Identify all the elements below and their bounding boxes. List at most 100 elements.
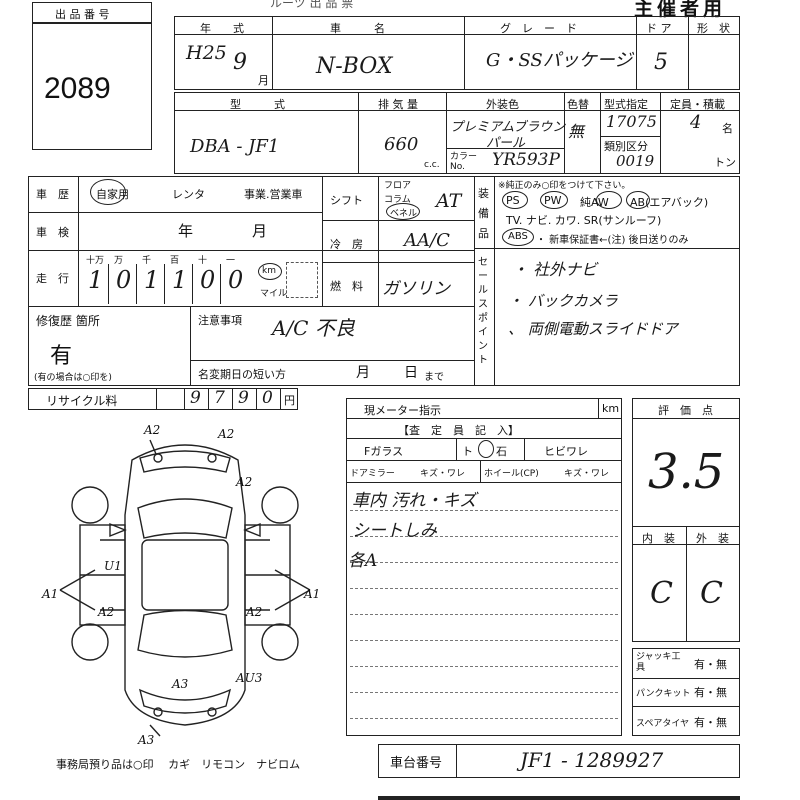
ext-color-label: 外装色 [486, 98, 519, 111]
inspector-note-2: シートしみ [352, 521, 437, 541]
sales-point-3: 、 両側電動スライドドア [508, 320, 678, 338]
diagram-mark-6: A1 [303, 587, 320, 601]
mirror-label: ドアミラー [350, 469, 395, 479]
accessory-spare-label: スペアタイヤ [636, 719, 690, 729]
interior-value: C [650, 576, 673, 611]
glass-label: Fガラス [364, 445, 404, 458]
accessory-punk-label: パンクキット [636, 689, 691, 699]
owner-note: 主催者用 [634, 0, 727, 20]
glass-option-stone[interactable]: 石 [496, 445, 507, 458]
class-label: 類別区分 [604, 140, 648, 153]
history-label: 車 歴 [36, 188, 69, 201]
diagram-mark-8: A2 [245, 605, 262, 619]
doors-label: ド ア [646, 22, 672, 35]
sales-points-label: セールスポイント [478, 257, 488, 366]
wheel-options[interactable]: キズ・ワレ [564, 469, 610, 479]
displacement-value: 660 [384, 134, 419, 155]
car-diagram: A2 A2 A2 U1 A1 A1 A2 A2 A3 AU3 A3 [41, 423, 320, 747]
type-designation-label: 型式指定 [604, 98, 648, 111]
mileage-digit: 0 [228, 266, 244, 294]
body-type-label: 形 状 [697, 22, 730, 35]
caution-label: 注意事項 [198, 314, 242, 327]
lot-number-box [32, 2, 152, 150]
mileage-digit: 0 [116, 266, 132, 294]
equipment-line3: ・ 新車保証書←(注) 後日送りのみ [536, 235, 689, 246]
color-change-value: 無 [568, 122, 585, 141]
recycle-label: リサイクル料 [46, 394, 118, 408]
car-body-outline [124, 444, 246, 726]
diagram-mark-5: A1 [41, 587, 58, 601]
car-front-bumper [139, 450, 231, 473]
wheel-front-right [261, 486, 299, 524]
row2-box [174, 92, 740, 174]
diagram-mark-3: A2 [235, 475, 252, 489]
score-value: 3.5 [648, 444, 725, 500]
displacement-label: 排 気 量 [378, 98, 418, 111]
history-option-business[interactable]: 事業.営業車 [244, 188, 303, 201]
inspection-year-unit: 年 [178, 222, 194, 240]
accessory-jack-options[interactable]: 有・無 [694, 658, 727, 671]
ext-color-value-2: パール [486, 136, 526, 151]
year-month-value: 9 [233, 50, 247, 75]
interior-label: 内 装 [642, 532, 675, 545]
color-code-value: YR593P [492, 150, 560, 170]
inspector-title: 【査 定 員 記 入】 [398, 424, 519, 437]
car-rear-window [137, 609, 233, 658]
equipment-label: 装備品 [478, 187, 489, 240]
mileage-digit: 1 [172, 266, 188, 294]
ext-color-value-1: プレミアムブラウン [450, 120, 566, 135]
month-unit: 月 [258, 74, 269, 87]
mileage-place-label: 一 [226, 256, 236, 266]
color-code-label: カラー No. [450, 152, 478, 172]
repair-value: 有 [50, 344, 73, 369]
car-rear-bumper [138, 688, 232, 714]
mileage-digit: 0 [200, 266, 216, 294]
car-roof [141, 539, 229, 611]
mileage-label: 走 行 [36, 272, 69, 285]
mileage-unit-mile: マイル [260, 289, 288, 299]
exterior-value: C [700, 576, 723, 611]
note-line [350, 614, 618, 615]
diagram-mark-7: A2 [97, 605, 114, 619]
accessory-punk-options[interactable]: 有・無 [694, 686, 727, 699]
history-option-rental[interactable]: レンタ [172, 188, 205, 201]
recycle-digit: 7 [214, 388, 225, 408]
inspector-note-3: 各A [348, 551, 378, 571]
sales-point-2: ・ バックカメラ [508, 292, 618, 310]
diagram-mark-9: A3 [171, 677, 189, 691]
recycle-digit: 9 [238, 388, 249, 408]
capacity-value: 4 [690, 112, 702, 133]
mileage-digit: 1 [88, 266, 104, 294]
note-line [350, 510, 618, 511]
note-line [350, 718, 618, 719]
accessory-spare-options[interactable]: 有・無 [694, 716, 727, 729]
lot-number: 2089 [44, 72, 111, 105]
chassis-label: 車台番号 [390, 756, 443, 771]
repair-note: (有の場合は○印を) [34, 373, 112, 383]
mileage-place-label: 十 [198, 256, 208, 266]
short-term-label: 名変期日の短い方 [198, 368, 286, 381]
accessories-box [632, 648, 740, 736]
glass-option-chip[interactable]: ト [462, 445, 473, 458]
capacity-label: 定員・積載 [670, 98, 725, 111]
type-designation-value: 17075 [606, 112, 657, 131]
aircon-value: AA/C [404, 230, 450, 251]
short-term-day: 日 [404, 365, 418, 381]
recycle-box [28, 388, 298, 410]
wheel-rear-left [71, 623, 109, 661]
shift-option-column: コラム [384, 195, 411, 205]
equipment-note: ※純正のみ○印をつけて下さい。 [498, 181, 631, 191]
history-selected-circle [90, 179, 126, 205]
meter-label: 現メーター指示 [364, 404, 441, 417]
mirror-options[interactable]: キズ・ワレ [420, 469, 466, 479]
diagram-mark-10: AU3 [235, 671, 263, 685]
fuel-value: ガソリン [382, 279, 450, 299]
model-code-value: DBA - JF1 [190, 136, 280, 157]
inspector-note-1: 車内 汚れ・キズ [352, 491, 477, 511]
mileage-place-label: 百 [170, 256, 180, 266]
wheel-rear-right [261, 623, 299, 661]
recycle-unit: 円 [284, 394, 295, 407]
mileage-place-label: 千 [142, 256, 152, 266]
glass-option-crack[interactable]: ヒビワレ [544, 445, 588, 458]
diagram-mark-2: A2 [217, 427, 234, 441]
